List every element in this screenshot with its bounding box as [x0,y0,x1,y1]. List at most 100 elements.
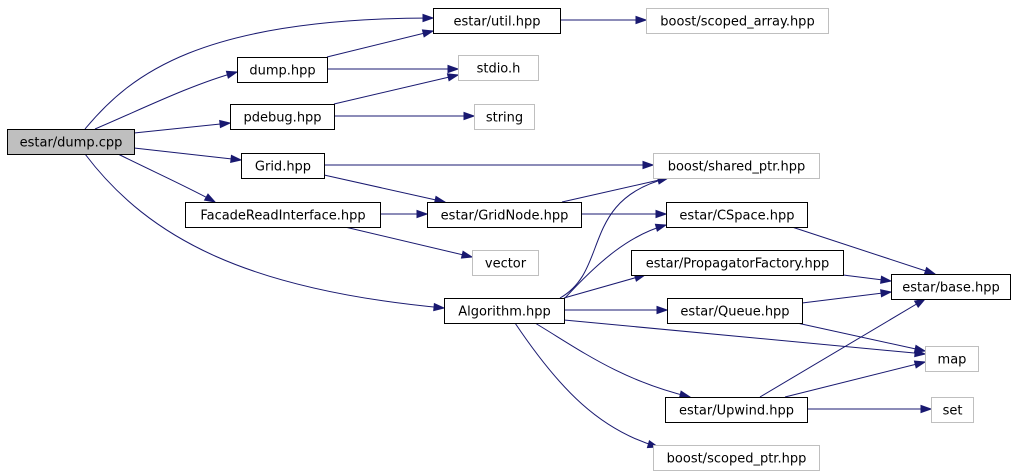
edge-line [784,361,926,398]
node-gridnode-hpp[interactable]: estar/GridNode.hpp [427,202,582,228]
edge-algorithm_hpp-to-cspace_hpp [564,223,668,299]
node-set: set [931,397,974,423]
arrowhead [880,289,893,298]
edge-line [514,322,659,448]
edge-pdebug_hpp-to-string [334,111,476,121]
edge-dump_cpp-to-facade_hpp [117,153,217,203]
node-vector: vector [472,250,539,276]
node-label: estar/base.hpp [902,281,999,296]
arrowhead [656,305,669,315]
node-label: estar/util.hpp [454,15,541,30]
node-box [230,104,335,130]
node-pdebug-hpp[interactable]: pdebug.hpp [230,104,335,130]
edge-line [344,226,473,258]
edge-facade_hpp-to-vector [344,226,474,259]
edge-line [133,147,242,161]
edges-layer [84,13,937,449]
edge-dump_hpp-to-stdio_h [327,64,460,74]
arrowhead [920,404,933,414]
node-shared-ptr: boost/shared_ptr.hpp [653,153,820,179]
node-algorithm-hpp[interactable]: Algorithm.hpp [444,298,565,324]
node-box [646,8,829,34]
arrowhead [460,250,474,259]
edge-dump_cpp-to-algorithm_hpp [84,153,446,312]
node-box [427,202,582,228]
node-box [653,445,820,471]
node-upwind-hpp[interactable]: estar/Upwind.hpp [665,397,808,423]
node-label: estar/GridNode.hpp [441,209,569,224]
node-label: pdebug.hpp [243,111,321,126]
node-box [631,250,844,276]
arrowhead [923,266,937,275]
node-dump-cpp[interactable]: estar/dump.cpp [7,129,135,155]
arrowhead [230,154,243,164]
node-box [237,57,328,83]
edge-line [561,177,669,203]
edge-line [759,298,926,398]
edge-util_hpp-to-scoped_array [560,15,648,25]
node-box [667,298,803,324]
edge-dump_cpp-to-dump_hpp [94,70,239,130]
node-box [472,250,539,276]
node-propfactory-hpp[interactable]: estar/PropagatorFactory.hpp [631,250,844,276]
edge-grid_hpp-to-shared_ptr [324,160,655,170]
nodes-layer: estar/dump.cpp estar/util.hpp dump.hpp pdeb… [7,8,1011,471]
edge-line [564,224,667,299]
arrowhead [913,298,927,308]
node-label: FacadeReadInterface.hpp [200,209,365,224]
edge-propfactory_hpp-to-base_hpp [842,274,893,284]
edge-grid_hpp-to-gridnode_hpp [323,174,447,204]
edge-algorithm_hpp-to-scoped_ptr [514,322,660,449]
node-box [433,8,561,34]
arrowhead [913,360,927,369]
arrowhead [654,223,668,232]
edge-line [563,274,646,299]
edge-line [84,17,434,130]
node-box [7,129,135,155]
edge-line [326,30,434,58]
arrowhead [447,64,460,74]
arrowhead [463,111,476,121]
edge-algorithm_hpp-to-upwind_hpp [534,322,692,399]
node-label: vector [485,257,527,272]
edge-gridnode_hpp-to-shared_ptr [561,176,670,203]
node-dump-hpp[interactable]: dump.hpp [237,57,328,83]
node-label: estar/PropagatorFactory.hpp [646,257,830,272]
edge-line [801,291,892,304]
arrowhead [446,73,460,82]
node-label: boost/shared_ptr.hpp [668,160,806,175]
arrowhead [225,70,239,79]
node-label: estar/dump.cpp [20,136,123,151]
node-util-hpp[interactable]: estar/util.hpp [433,8,561,34]
node-scoped-array: boost/scoped_array.hpp [646,8,829,34]
arrowhead [422,13,435,23]
node-box [931,397,974,423]
node-base-hpp[interactable]: estar/base.hpp [891,274,1011,300]
node-map: map [925,346,979,372]
node-facade-hpp[interactable]: FacadeReadInterface.hpp [185,202,381,228]
node-grid-hpp[interactable]: Grid.hpp [241,153,325,179]
edge-line [117,153,216,203]
node-label: string [486,111,523,126]
arrowhead [416,209,429,219]
arrowhead [635,15,648,25]
node-box [185,202,381,228]
node-box [653,153,820,179]
node-label: set [943,404,963,419]
arrowhead [913,344,927,353]
edge-line [791,226,936,275]
edge-line [94,71,238,130]
node-cspace-hpp[interactable]: estar/CSpace.hpp [666,202,808,228]
edge-line [534,322,691,398]
arrowhead [433,302,446,312]
edge-dump_hpp-to-util_hpp [326,29,435,58]
edge-dump_cpp-to-util_hpp [84,13,435,130]
node-queue-hpp[interactable]: estar/Queue.hpp [667,298,803,324]
edge-algorithm_hpp-to-queue_hpp [564,305,669,315]
arrowhead [203,193,217,203]
edge-line [563,319,926,355]
node-label: estar/CSpace.hpp [679,209,794,224]
edge-dump_cpp-to-pdebug_hpp [133,119,232,134]
node-box [474,104,535,130]
edge-line [323,174,446,203]
